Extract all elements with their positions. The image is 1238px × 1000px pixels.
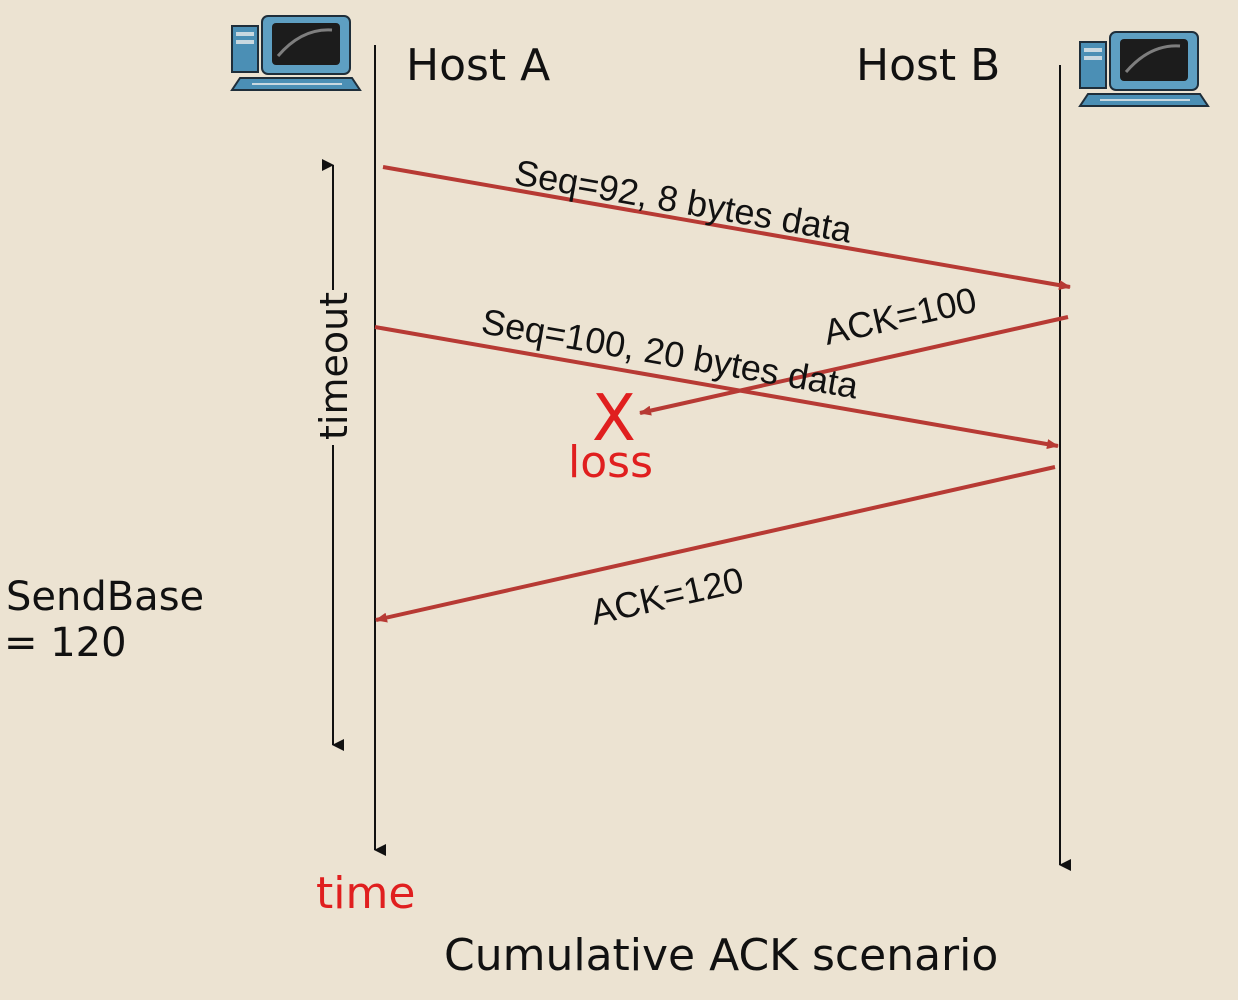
timeout-label: timeout xyxy=(312,292,356,440)
message-label-ack120: ACK=120 xyxy=(587,559,747,633)
sendbase-label-line1: SendBase xyxy=(6,574,204,620)
host-a-computer-icon xyxy=(230,14,362,92)
message-label-seq92: Seq=92, 8 bytes data xyxy=(512,151,856,250)
message-arrow-ack100 xyxy=(639,315,1069,416)
diagram-caption: Cumulative ACK scenario xyxy=(444,930,998,981)
message-arrow-ack120 xyxy=(375,465,1056,623)
loss-x-marker: X xyxy=(592,382,636,456)
host-b-computer-icon xyxy=(1078,30,1210,108)
loss-label: loss xyxy=(568,437,653,488)
message-arrow-seq100 xyxy=(374,325,1059,450)
time-axis-label: time xyxy=(316,868,415,919)
message-arrow-seq92 xyxy=(382,165,1071,291)
host-b-label: Host B xyxy=(856,40,1000,91)
sendbase-label-line2: = 120 xyxy=(4,620,127,666)
host-a-label: Host A xyxy=(406,40,550,91)
